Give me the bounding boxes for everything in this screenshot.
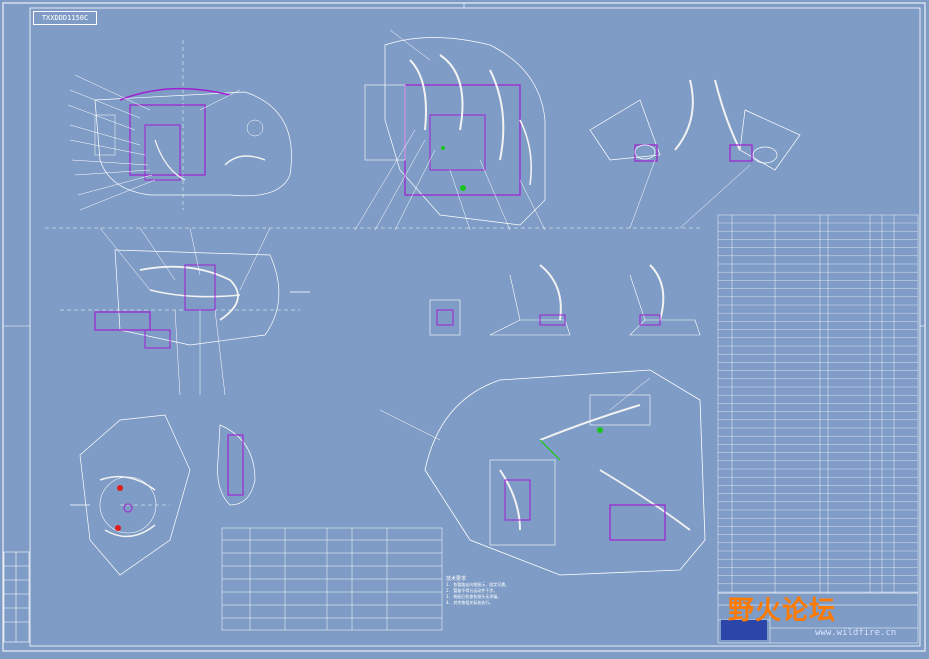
notes-line: 1. 各管路走向按图示，固定可靠。 [446, 582, 510, 587]
forum-watermark: 野火论坛 [728, 596, 837, 626]
technical-notes: 技术要求 1. 各管路走向按图示，固定可靠。 2. 管路不得与运动件干涉。 3.… [446, 576, 706, 606]
notes-line: 3. 装配后检查各接头无渗漏。 [446, 594, 502, 599]
drawing-code: TXXDDD1150C [33, 11, 97, 25]
view-bottom-center [379, 369, 706, 576]
view-top-right [589, 79, 801, 229]
watermark-url: www.wildfire.cn [815, 628, 897, 638]
parts-list-table [717, 214, 919, 594]
left-stub-table [3, 551, 30, 643]
notes-line: 4. 其余按相关标准执行。 [446, 600, 494, 605]
section-lines [45, 40, 700, 506]
view-top-middle [354, 29, 546, 231]
notes-heading: 技术要求 [446, 576, 467, 582]
inner-border [29, 7, 921, 647]
title-block-highlight [721, 620, 767, 640]
notes-line: 2. 管路不得与运动件干涉。 [446, 588, 498, 593]
view-top-left [67, 74, 292, 211]
view-middle-left [94, 227, 310, 396]
view-middle-center [429, 264, 701, 336]
view-bottom-left [70, 414, 256, 576]
revision-table [221, 527, 443, 631]
parts-list-rows [718, 222, 918, 593]
